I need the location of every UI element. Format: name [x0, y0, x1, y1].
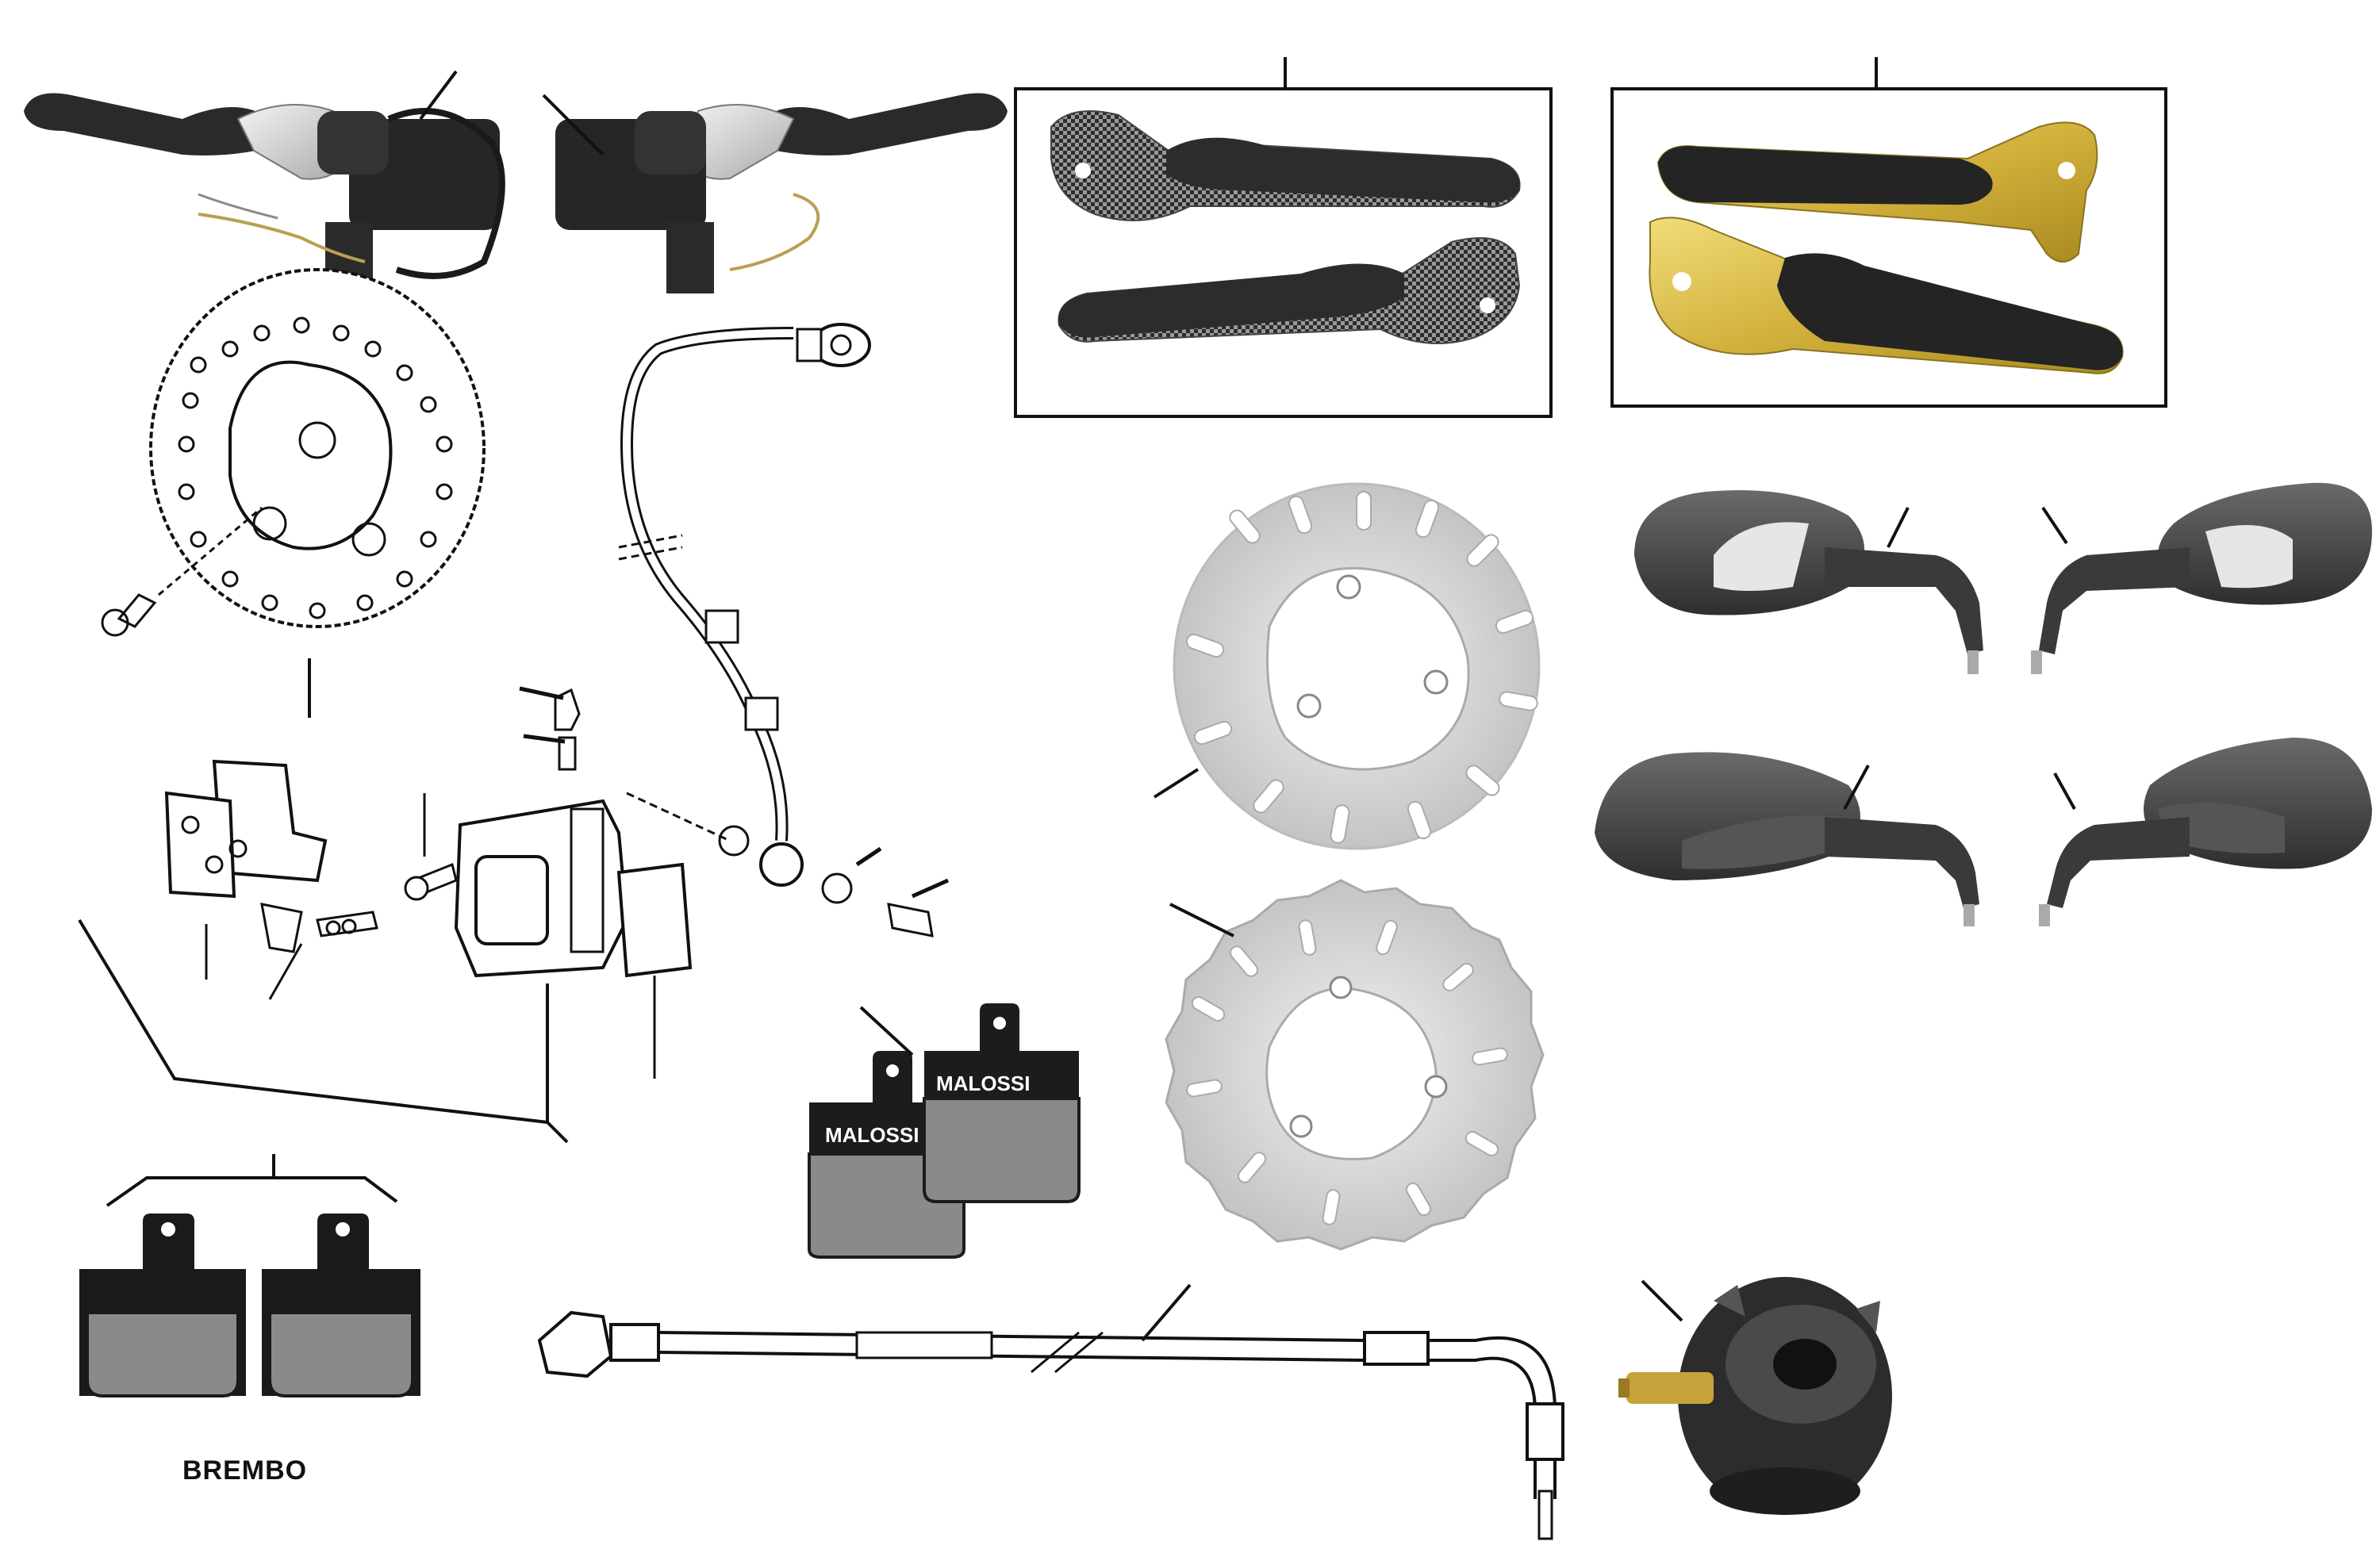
carbon-levers-box [1014, 57, 1553, 418]
left-master-cylinder-lever [24, 70, 505, 293]
drawn-caliper-body [404, 686, 629, 978]
brembo-brand-label: BREMBO [182, 1455, 308, 1486]
mirror-pair-bottom [1595, 738, 2372, 926]
brembo-pad-left [79, 1214, 246, 1398]
mirror-top-right [2031, 482, 2372, 674]
speedometer-drive-gear [1618, 1277, 1892, 1515]
disc-vent-holes [178, 316, 453, 619]
brembo-brake-pads [79, 1154, 420, 1398]
right-master-cylinder-lever [542, 93, 1008, 293]
carbon-lever-top [1050, 110, 1521, 221]
malossi-pad-front: MALOSSI [923, 1003, 1081, 1203]
malossi-back-brand: MALOSSI [825, 1123, 919, 1147]
drawn-brake-hose [618, 323, 871, 887]
gold-lever-bottom [1649, 217, 2124, 374]
photo-brake-disc-round [1153, 482, 1541, 850]
malossi-front-brand: MALOSSI [936, 1072, 1030, 1095]
gold-levers-box [1610, 57, 2167, 408]
drawn-speedometer-cable [537, 1283, 1564, 1540]
drawn-caliper-assembly [78, 686, 950, 1144]
mirror-pair-top [1634, 482, 2372, 674]
malossi-brake-pads: MALOSSI MALOSSI [808, 1003, 1081, 1259]
drawn-caliper-shim [616, 862, 693, 1079]
mirror-bottom-left [1595, 752, 1979, 926]
brembo-pad-right [262, 1214, 420, 1398]
drawn-pad-pins [260, 903, 378, 1000]
disc-slots [1185, 491, 1538, 844]
caliper-kit-bracket [78, 918, 549, 1125]
carbon-lever-bottom [1058, 237, 1521, 344]
drawn-brake-pads [164, 759, 328, 899]
drawn-banjo-bolt [626, 792, 950, 937]
wave-disc-slots [1186, 919, 1508, 1225]
drawn-brake-disc [101, 268, 486, 718]
photo-brake-disc-wave [1165, 879, 1545, 1251]
mirror-top-left [1634, 490, 1983, 674]
brembo-bracket-line [106, 1176, 398, 1207]
mirror-bottom-right [2039, 738, 2372, 926]
gold-lever-top [1656, 121, 2098, 263]
